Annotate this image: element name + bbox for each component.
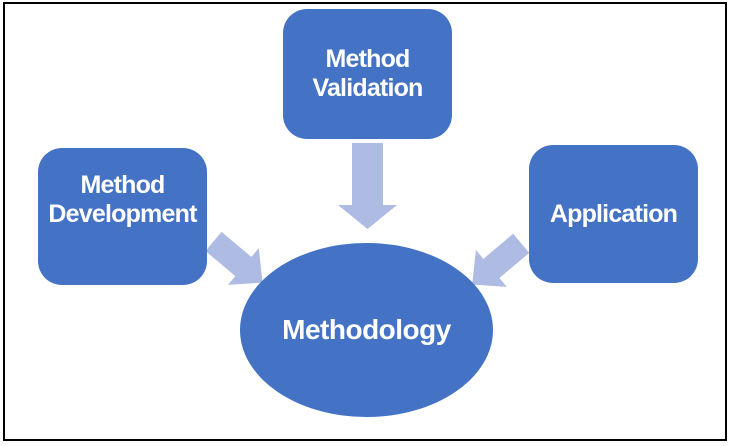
center-ellipse-label: Methodology <box>282 314 451 345</box>
node-application: Application <box>529 145 698 283</box>
node-application-label: Application <box>549 199 678 228</box>
node-method-validation-label: Method Validation <box>312 45 423 102</box>
node-method-development-label: Method Development <box>48 170 197 228</box>
diagram-frame <box>3 2 727 441</box>
node-method-development: Method Development <box>38 148 207 285</box>
node-method-validation: Method Validation <box>283 9 452 139</box>
center-ellipse-methodology: Methodology <box>240 243 493 417</box>
